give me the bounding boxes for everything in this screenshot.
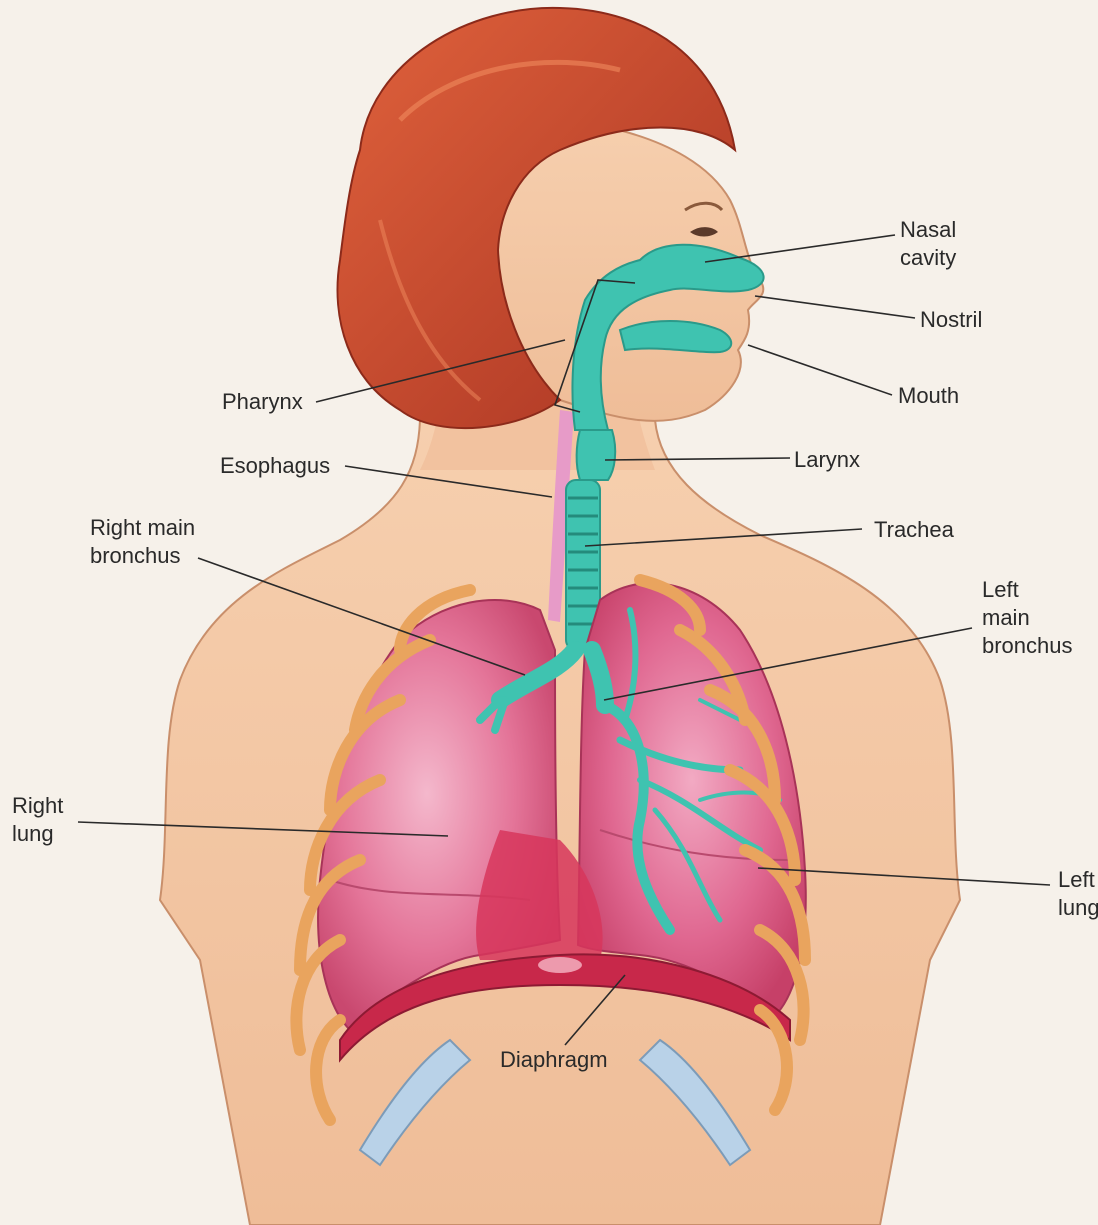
label-mouth: Mouth [898, 382, 959, 410]
label-larynx: Larynx [794, 446, 860, 474]
larynx [577, 430, 616, 480]
label-nostril: Nostril [920, 306, 982, 334]
label-esophagus: Esophagus [220, 452, 330, 480]
label-pharynx: Pharynx [222, 388, 303, 416]
label-trachea: Trachea [874, 516, 954, 544]
label-diaphragm: Diaphragm [500, 1046, 608, 1074]
